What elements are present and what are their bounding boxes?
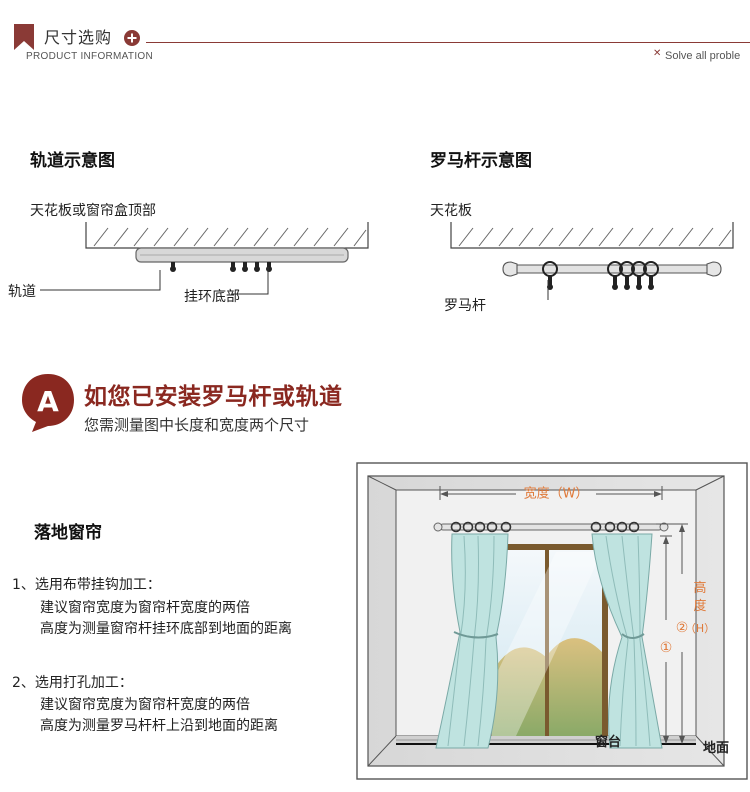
- section-a-badge: A: [22, 374, 74, 432]
- hook-bottom-label: 挂环底部: [184, 289, 240, 305]
- step-1-heading: 1、选用布带挂钩加工：: [12, 577, 161, 593]
- step-2-line-1: 建议窗帘宽度为窗帘杆宽度的两倍: [40, 697, 250, 713]
- step-2-heading: 2、选用打孔加工：: [12, 675, 133, 691]
- rod-diagram-title: 罗马杆示意图: [430, 151, 532, 171]
- floor-label: 地面: [703, 740, 729, 756]
- floor-curtain-title: 落地窗帘: [34, 523, 102, 543]
- bookmark-flag-icon: [14, 24, 34, 50]
- track-leader-lines: [40, 267, 269, 295]
- window-illustration: 宽度（W） 高 度 （H） ① ② 窗台 地面: [356, 462, 748, 780]
- track-diagram-title: 轨道示意图: [30, 151, 115, 171]
- rod-label: 罗马杆: [444, 298, 486, 314]
- rod-ceiling-label: 天花板: [430, 203, 472, 219]
- track-label: 轨道: [8, 284, 36, 300]
- height-label-3: （H）: [685, 622, 715, 635]
- marker-2: ②: [676, 620, 689, 636]
- width-label: 宽度（W）: [524, 486, 589, 502]
- sill-label: 窗台: [595, 734, 621, 750]
- height-label-2: 度: [693, 598, 706, 614]
- step-1-line-2: 高度为测量窗帘杆挂环底部到地面的距离: [40, 621, 292, 637]
- header-divider: [146, 42, 750, 43]
- header-subtitle: PRODUCT INFORMATION: [26, 51, 153, 62]
- step-2-line-2: 高度为测量罗马杆杆上沿到地面的距离: [40, 718, 278, 734]
- section-a-title: 如您已安装罗马杆或轨道: [84, 384, 343, 410]
- marker-1: ①: [660, 640, 673, 656]
- track-illustration: [85, 222, 369, 272]
- rod-illustration: [450, 222, 734, 300]
- section-a-subtitle: 您需测量图中长度和宽度两个尺寸: [84, 416, 310, 434]
- step-1-line-1: 建议窗帘宽度为窗帘杆宽度的两倍: [40, 600, 250, 616]
- plus-icon: [124, 30, 140, 46]
- track-ceiling-label: 天花板或窗帘盒顶部: [30, 203, 156, 219]
- bow-icon: ✕: [653, 48, 662, 59]
- header-right-text: Solve all proble: [665, 50, 741, 62]
- height-label-1: 高: [693, 580, 706, 596]
- badge-letter: A: [37, 385, 59, 418]
- header-title: 尺寸选购: [44, 28, 113, 47]
